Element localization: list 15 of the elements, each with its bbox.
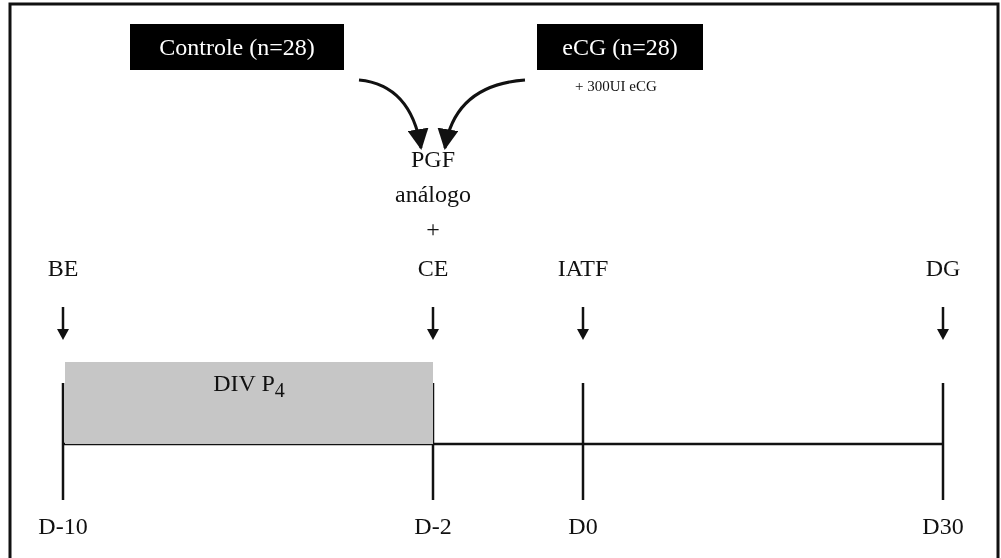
group-label-box: eCG (n=28): [537, 24, 703, 70]
curved-arrow: [358, 78, 428, 151]
event-label: CE: [417, 255, 449, 282]
group-label-box: Controle (n=28): [130, 24, 344, 70]
event-label: IATF: [557, 255, 609, 282]
day-label: D0: [568, 513, 598, 540]
day-label: D-10: [38, 513, 88, 540]
day-label: D-2: [414, 513, 452, 540]
treatment-text: PGF análogo +: [388, 140, 478, 248]
curved-arrow: [438, 78, 526, 151]
dose-note: + 300UI eCG: [575, 78, 657, 95]
period-bar: DIV P$_{4}$: [65, 362, 433, 444]
day-label: D30: [922, 513, 964, 540]
event-label: BE: [47, 255, 79, 282]
event-label: DG: [925, 255, 961, 282]
